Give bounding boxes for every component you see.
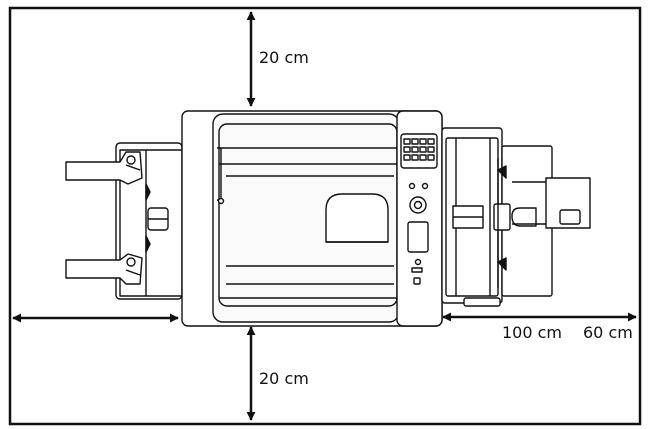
- printer-main-body: [181, 110, 443, 327]
- upper-handle: [65, 151, 143, 185]
- lower-handle: [65, 253, 143, 285]
- output-tray-recess: [325, 193, 389, 243]
- panel-display: [407, 221, 429, 253]
- control-panel: [396, 110, 443, 327]
- front-feed-tray: [441, 127, 553, 307]
- left-clearance-label: 100 cm: [502, 323, 563, 342]
- top-clearance-label: 20 cm: [259, 48, 309, 67]
- right-clearance-label: 60 cm: [583, 323, 633, 342]
- bottom-clearance-label: 20 cm: [259, 369, 309, 388]
- tray-extension: [511, 177, 591, 229]
- printer-top-view: [65, 110, 591, 327]
